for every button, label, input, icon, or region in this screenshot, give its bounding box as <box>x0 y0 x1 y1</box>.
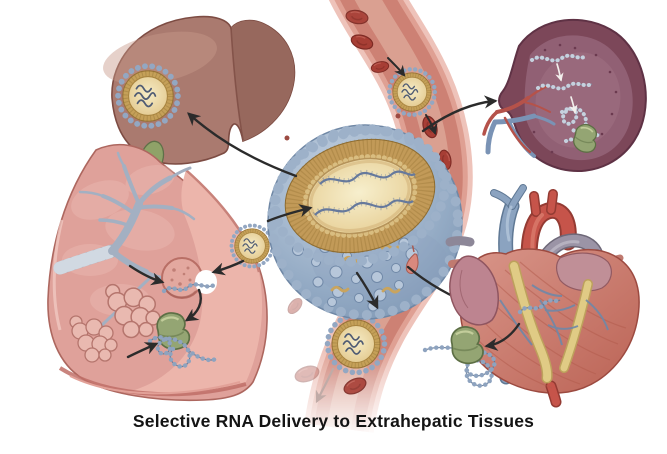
mrna-strands <box>312 168 417 218</box>
arrow-opening-to-cell <box>184 288 202 322</box>
arrow-lnp-to-vessel <box>355 271 379 310</box>
liver-illustration <box>103 15 296 176</box>
white-arrow-kidney-1 <box>555 63 564 82</box>
liver-right-lobe <box>231 20 295 141</box>
vessel-bottom-items <box>292 316 385 404</box>
lipid-nanoparticle-large <box>267 113 463 320</box>
arrow-into-nanoparticle <box>266 204 313 223</box>
lung-cut-face <box>128 170 263 394</box>
lipid-nanoparticle-in-liver <box>118 66 178 126</box>
kidney-illustration <box>482 18 647 173</box>
left-atrium <box>449 255 499 326</box>
rna-strand-lung-opening <box>161 282 217 294</box>
arrow-alveoli-to-cell <box>126 342 159 359</box>
arrow-to-opening <box>128 264 165 286</box>
rna-strand-heart <box>517 297 563 315</box>
kidney-vessels <box>482 84 556 158</box>
white-arrow-kidney-2 <box>569 96 578 114</box>
heart-illustration <box>445 184 640 408</box>
arrow-to-liver <box>187 112 298 178</box>
caption: Selective RNA Delivery to Extrahepatic T… <box>132 411 535 431</box>
arrow-heart-to-cell <box>484 322 521 351</box>
arrow-lnp-to-lung <box>211 259 245 276</box>
flow-arrow-top <box>387 57 406 77</box>
arrow-to-kidney <box>421 95 498 133</box>
lung-illustration <box>47 143 268 402</box>
lipid-nanoparticle-in-vessel-bottom <box>328 316 385 373</box>
peg-bead-ring <box>267 124 463 320</box>
faded-flow-arrow <box>315 367 335 404</box>
rna-strand-lung-coil <box>147 335 219 369</box>
lipid-nanoparticle-free <box>231 225 272 266</box>
coronary-veins <box>499 284 609 346</box>
right-atrium <box>556 252 612 292</box>
ribosome-and-rna-near-heart <box>422 324 497 388</box>
